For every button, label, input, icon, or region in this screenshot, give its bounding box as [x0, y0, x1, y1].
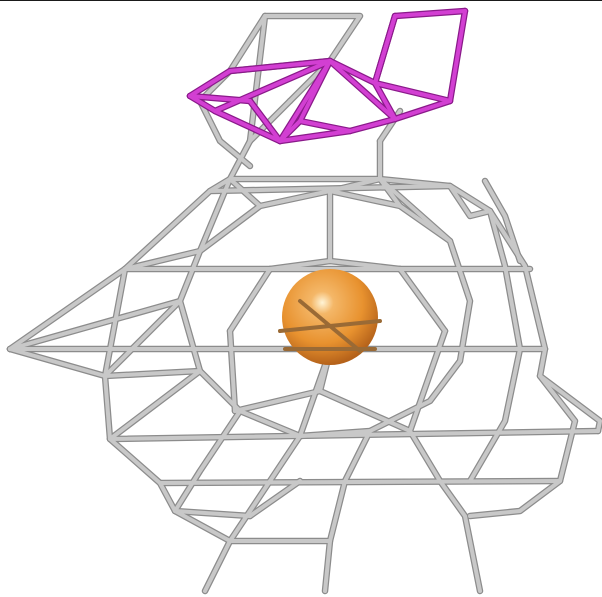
- framework-bond: [230, 269, 270, 331]
- framework-bond-shadow: [325, 431, 370, 591]
- framework-bond: [210, 179, 600, 431]
- framework-bond: [110, 371, 200, 439]
- highlighted-fragment-shadows: [190, 11, 465, 141]
- framework-bond: [105, 371, 200, 376]
- framework-bond: [410, 431, 480, 591]
- framework-bond: [400, 269, 445, 331]
- framework-bond: [160, 481, 560, 483]
- framework-bond: [175, 411, 240, 511]
- framework-bond: [10, 269, 530, 349]
- framework-bond-shadow: [470, 376, 575, 516]
- highlight-bond: [395, 11, 465, 119]
- framework-bond: [320, 391, 410, 431]
- highlight-bond: [330, 61, 395, 119]
- highlight-bond: [375, 16, 395, 83]
- framework-bond-shadow: [10, 269, 530, 349]
- framework-bond-shadow: [210, 179, 600, 431]
- framework-bond-shadow: [410, 431, 480, 591]
- framework-bond: [325, 431, 370, 591]
